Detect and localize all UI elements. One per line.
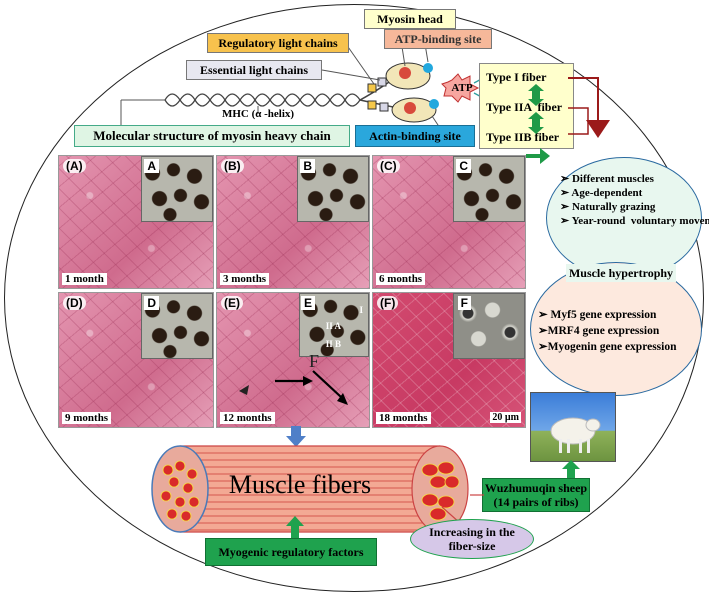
myosin-schematic bbox=[120, 33, 488, 129]
inset-label: B bbox=[300, 159, 315, 173]
inset-a bbox=[141, 156, 213, 222]
inset-label: D bbox=[144, 296, 159, 310]
up-arrow-myogenic bbox=[286, 516, 304, 540]
panel-b: (B) B 3 months bbox=[216, 155, 370, 289]
sheep-icon bbox=[550, 417, 601, 453]
molecular-structure-label: Molecular structure of myosin heavy chai… bbox=[74, 125, 350, 147]
mhc-label: MHC (α -helix) bbox=[221, 108, 295, 120]
down-arrow bbox=[286, 426, 306, 447]
panel-a: (A) A 1 month bbox=[58, 155, 214, 289]
sheep-photo bbox=[530, 392, 616, 462]
inset-label: A bbox=[144, 159, 159, 173]
factors-circle bbox=[546, 157, 702, 279]
panel-label: (A) bbox=[63, 159, 86, 173]
factors-list: ➢ Different muscles ➢ Age-dependent ➢ Na… bbox=[560, 172, 709, 228]
myosin-head-label: Myosin head bbox=[364, 9, 456, 29]
panel-label: (F) bbox=[377, 296, 399, 310]
fiber-type-2a: Type IIA fiber bbox=[486, 100, 563, 114]
atp-binding-site-label: ATP-binding site bbox=[384, 29, 492, 49]
age-label: 18 months bbox=[376, 412, 431, 424]
atp-label: ATP bbox=[451, 82, 473, 94]
f-letter: F bbox=[309, 351, 320, 371]
fiber-type-1: Type I fiber bbox=[486, 70, 547, 84]
age-label: 9 months bbox=[62, 412, 112, 424]
hypertrophy-title: Muscle hypertrophy bbox=[566, 264, 676, 282]
panel-e-arrows bbox=[239, 370, 348, 405]
hypertrophy-circle bbox=[530, 262, 702, 396]
actin-binding-site-label: Actin-binding site bbox=[355, 125, 475, 147]
type-i-marker: I bbox=[359, 305, 363, 315]
increasing-fiber-size-label: Increasing in the fiber-size bbox=[410, 519, 534, 559]
age-label: 1 month bbox=[62, 273, 107, 285]
gene-item: ➢MRF4 gene expression bbox=[538, 325, 660, 337]
panel-label: (B) bbox=[221, 159, 244, 173]
regulatory-light-chains-label: Regulatory light chains bbox=[207, 33, 349, 53]
atp-burst bbox=[441, 73, 480, 103]
gene-list: ➢ Myf5 gene expression ➢MRF4 gene expres… bbox=[538, 307, 676, 355]
fiber-types-box: Type I fiber Type IIA fiber Type IIB fib… bbox=[479, 63, 574, 149]
mhc-helix bbox=[164, 93, 361, 107]
gene-item: ➢Myogenin gene expression bbox=[538, 341, 677, 353]
panel-f: (F) F 18 months 20 µm bbox=[372, 292, 526, 428]
age-label: 6 months bbox=[376, 273, 426, 285]
factor-item: ➢ Different muscles bbox=[560, 173, 654, 185]
factor-item: ➢ Age-dependent bbox=[560, 187, 643, 199]
muscle-fibers-label: Muscle fibers bbox=[228, 470, 372, 499]
panel-label: (C) bbox=[377, 159, 400, 173]
factor-item: ➢ Year-round voluntary movement bbox=[560, 215, 709, 227]
type-iia-marker: II A bbox=[325, 321, 341, 331]
inset-label: C bbox=[456, 159, 471, 173]
fiber-type-2b: Type IIB fiber bbox=[486, 130, 560, 144]
age-label: 3 months bbox=[220, 273, 270, 285]
up-arrow-sheep bbox=[562, 460, 580, 482]
scale-label: 20 µm bbox=[490, 412, 521, 423]
muscle-fiber-cylinder bbox=[151, 445, 469, 533]
gene-item: ➢ Myf5 gene expression bbox=[538, 309, 657, 321]
inset-f bbox=[453, 293, 525, 359]
panel-e: (E) E I II A II B F 12 months bbox=[216, 292, 370, 428]
essential-light-chains-label: Essential light chains bbox=[186, 60, 322, 80]
sheep-to-fiber-line bbox=[470, 494, 484, 496]
panel-label: (E) bbox=[221, 296, 243, 310]
sheep-label: Wuzhumuqin sheep (14 pairs of ribs) bbox=[482, 478, 590, 512]
fiber-type-arrows bbox=[526, 77, 610, 164]
outer-ellipse bbox=[4, 4, 704, 592]
panel-d: (D) D 9 months bbox=[58, 292, 214, 428]
inset-label: E bbox=[300, 296, 315, 310]
panel-label: (D) bbox=[63, 296, 86, 310]
age-label: 12 months bbox=[220, 412, 275, 424]
inset-label: F bbox=[457, 296, 471, 310]
myogenic-factors-label: Myogenic regulatory factors bbox=[205, 538, 377, 566]
panel-c: (C) C 6 months bbox=[372, 155, 526, 289]
type-iib-marker: II B bbox=[325, 339, 341, 349]
factor-item: ➢ Naturally grazing bbox=[560, 201, 656, 213]
